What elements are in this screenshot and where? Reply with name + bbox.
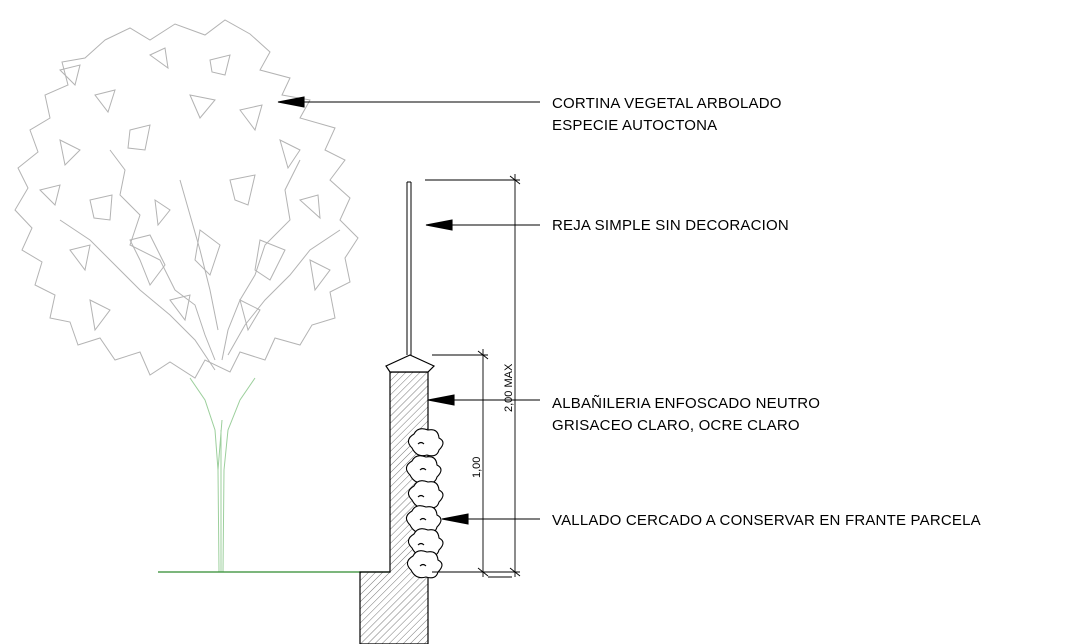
label-tree-line2: ESPECIE AUTOCTONA bbox=[552, 117, 717, 134]
dim-total-height: 2,00 MAX bbox=[503, 363, 515, 412]
label-wall-line1: ALBAÑILERIA ENFOSCADO NEUTRO bbox=[552, 395, 820, 412]
label-wall-line2: GRISACEO CLARO, OCRE CLARO bbox=[552, 417, 800, 434]
tree-trunk bbox=[189, 377, 256, 573]
dimension-lines bbox=[425, 174, 521, 578]
dim-wall-height: 1,00 bbox=[471, 457, 483, 478]
label-hedge: VALLADO CERCADO A CONSERVAR EN FRANTE PA… bbox=[552, 512, 981, 529]
fence-railing bbox=[406, 181, 412, 355]
hedge-bushes bbox=[405, 428, 444, 579]
leader-arrows bbox=[277, 96, 540, 525]
tree-canopy bbox=[14, 19, 359, 379]
label-fence: REJA SIMPLE SIN DECORACION bbox=[552, 217, 789, 234]
label-tree-line1: CORTINA VEGETAL ARBOLADO bbox=[552, 95, 782, 112]
wall-coping bbox=[385, 354, 436, 373]
